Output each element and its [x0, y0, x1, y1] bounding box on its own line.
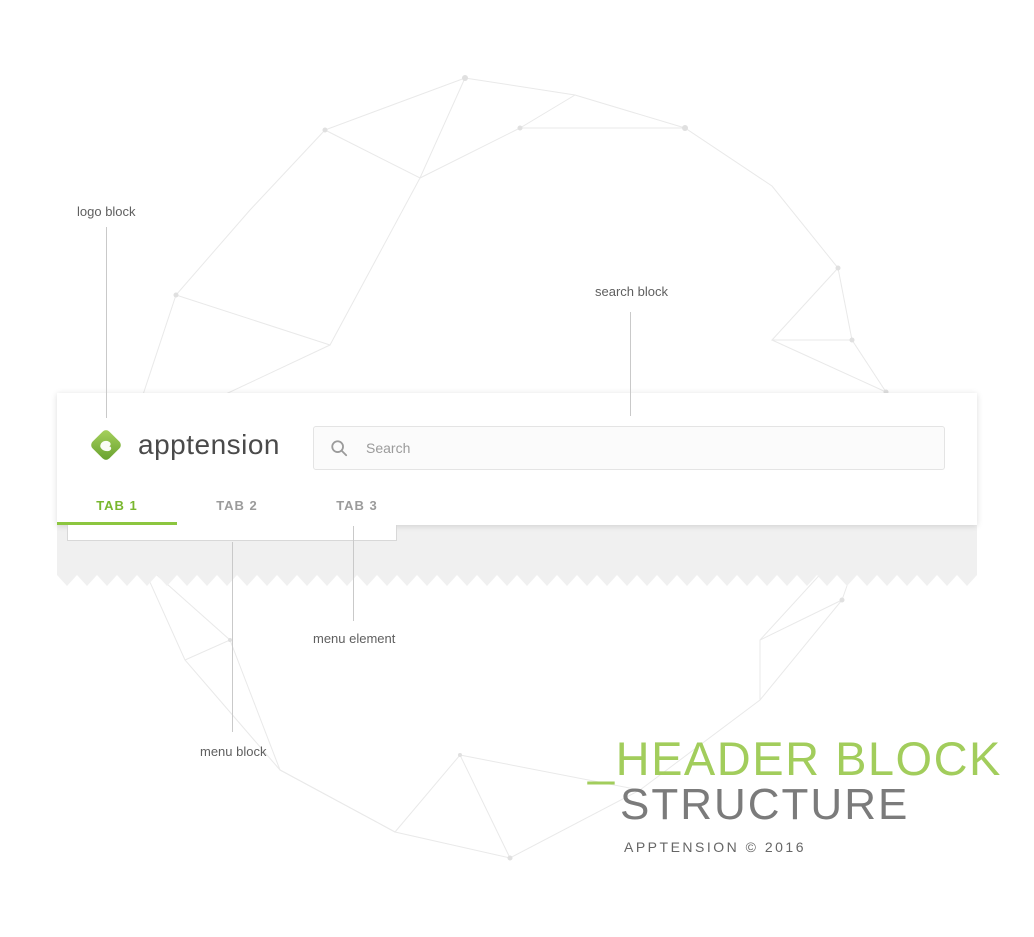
search-icon	[331, 440, 348, 457]
annotation-menu-element: menu element	[313, 631, 396, 646]
copyright-text: APPTENSION © 2016	[624, 839, 806, 855]
annotation-menu-block: menu block	[200, 744, 267, 759]
logo-text: apptension	[138, 429, 281, 460]
annotation-line-search-block	[630, 312, 631, 416]
tab-2[interactable]: TAB 2	[216, 498, 258, 513]
menu-block-tabs: TAB 1 TAB 2 TAB 3	[57, 487, 417, 525]
tab-1[interactable]: TAB 1	[57, 487, 177, 525]
torn-edge-zigzag-icon	[57, 575, 977, 587]
annotation-line-logo-block	[106, 227, 107, 418]
menu-block-outline	[67, 525, 397, 541]
annotation-line-menu-block	[232, 542, 233, 732]
page-title-line2: STRUCTURE	[620, 780, 910, 829]
annotation-line-menu-element	[353, 526, 354, 621]
logo-block[interactable]: apptension	[87, 426, 280, 464]
apptension-logo-icon	[91, 430, 121, 460]
search-input[interactable]	[366, 440, 928, 456]
annotation-logo-block: logo block	[77, 204, 136, 219]
search-block	[313, 426, 945, 470]
page-title-line1: _HEADER BLOCK	[588, 732, 1002, 785]
header-block: apptension TAB 1 TAB 2 TAB 3	[57, 393, 977, 525]
annotation-search-block: search block	[595, 284, 668, 299]
tab-3[interactable]: TAB 3	[336, 498, 378, 513]
